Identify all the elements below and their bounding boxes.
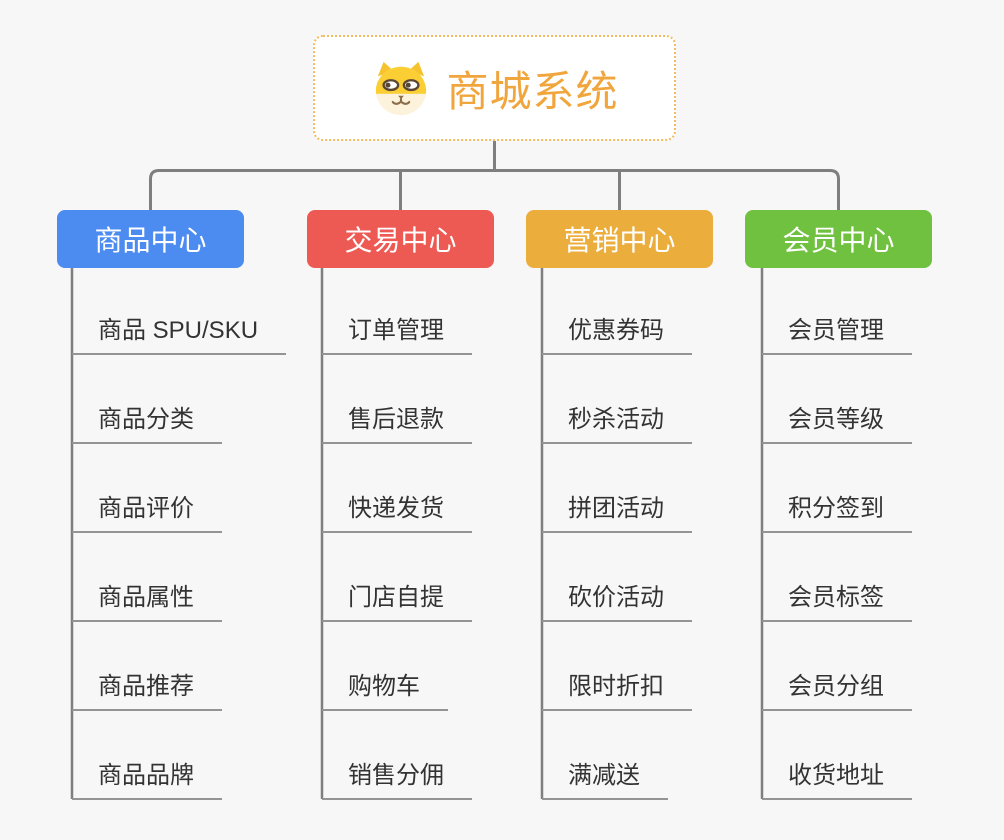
branch-label: 会员中心: [782, 225, 895, 256]
leaf-node[interactable]: 会员分组: [762, 673, 912, 711]
leaf-node[interactable]: 会员管理: [762, 317, 912, 355]
leaf-node[interactable]: 快递发货: [322, 495, 472, 533]
leaf-node[interactable]: 商品评价: [72, 495, 222, 533]
leaf-node[interactable]: 售后退款: [322, 406, 472, 444]
leaf-node[interactable]: 砍价活动: [542, 584, 692, 622]
leaf-node[interactable]: 优惠券码: [542, 317, 692, 355]
branch-node-member-center[interactable]: 会员中心: [745, 210, 932, 268]
branch-label: 交易中心: [344, 225, 457, 256]
leaf-node[interactable]: 会员等级: [762, 406, 912, 444]
leaf-node[interactable]: 商品品牌: [72, 762, 222, 800]
leaf-node[interactable]: 收货地址: [762, 762, 912, 800]
leaf-node[interactable]: 拼团活动: [542, 495, 692, 533]
leaf-node[interactable]: 销售分佣: [322, 762, 472, 800]
leaf-node[interactable]: 商品 SPU/SKU: [72, 317, 287, 355]
leaf-node[interactable]: 秒杀活动: [542, 406, 692, 444]
leaf-node[interactable]: 商品属性: [72, 584, 222, 622]
leaf-node[interactable]: 限时折扣: [542, 673, 692, 711]
leaf-node[interactable]: 满减送: [542, 762, 668, 800]
leaf-node[interactable]: 商品推荐: [72, 673, 222, 711]
branch-node-product-center[interactable]: 商品中心: [57, 210, 244, 268]
trade-center-items: 订单管理 售后退款 快递发货 门店自提 购物车 销售分佣: [322, 268, 564, 808]
leaf-node[interactable]: 商品分类: [72, 406, 222, 444]
dog-face-icon: [376, 61, 427, 116]
leaf-node[interactable]: 积分签到: [762, 495, 912, 533]
leaf-node[interactable]: 会员标签: [762, 584, 912, 622]
leaf-node[interactable]: 购物车: [322, 673, 448, 711]
branch-label: 商品中心: [94, 225, 207, 256]
branch-node-trade-center[interactable]: 交易中心: [307, 210, 494, 268]
leaf-node[interactable]: 门店自提: [322, 584, 472, 622]
leaf-node[interactable]: 订单管理: [322, 317, 472, 355]
root-node-mall-system[interactable]: 商城系统: [313, 35, 676, 141]
branch-node-marketing-center[interactable]: 营销中心: [526, 210, 713, 268]
product-center-items: 商品 SPU/SKU 商品分类 商品评价 商品属性 商品推荐 商品品牌: [72, 268, 314, 808]
branch-label: 营销中心: [563, 225, 676, 256]
member-center-items: 会员管理 会员等级 积分签到 会员标签 会员分组 收货地址: [762, 268, 1004, 808]
marketing-center-items: 优惠券码 秒杀活动 拼团活动 砍价活动 限时折扣 满减送: [542, 268, 784, 808]
root-title: 商城系统: [446, 67, 619, 115]
